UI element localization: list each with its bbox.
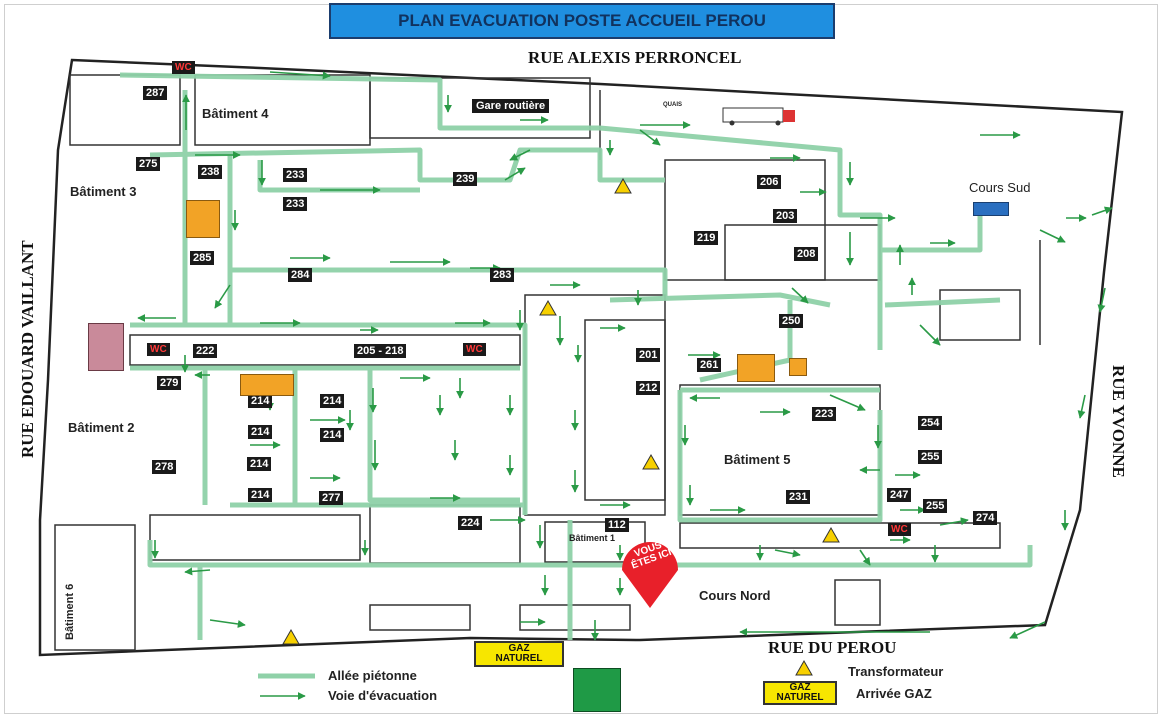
room-number: 274	[973, 511, 998, 525]
label-quais: QUAIS	[663, 102, 683, 108]
room-number: 239	[453, 172, 478, 186]
legend-pedestrian: Allée piétonne	[328, 668, 417, 683]
room-number: 208	[794, 247, 819, 261]
transformer-icon	[822, 526, 840, 543]
gas-label-2: NATUREL	[776, 692, 824, 703]
room-number: 285	[190, 251, 215, 265]
wc-sign: WC	[463, 343, 486, 356]
label-batiment4: Bâtiment 4	[202, 106, 269, 121]
reception-box	[88, 323, 124, 371]
room-number: 238	[198, 165, 223, 179]
legend-transformer: Transformateur	[848, 664, 944, 679]
room-number: 214	[320, 428, 345, 442]
facility-box	[789, 358, 807, 376]
room-number: 255	[923, 499, 948, 513]
room-number: 205 - 218	[354, 344, 407, 358]
room-number: 222	[193, 344, 218, 358]
room-number: 250	[779, 314, 804, 328]
gas-label-2: NATUREL	[495, 653, 543, 664]
gas-label-1: GAZ	[789, 682, 811, 693]
label-cours-sud: Cours Sud	[969, 180, 1031, 195]
legend-gas-box: GAZ NATUREL	[763, 681, 837, 705]
room-number: 279	[157, 376, 182, 390]
label-batiment3: Bâtiment 3	[70, 184, 137, 199]
transformer-icon	[539, 299, 557, 316]
room-number: 201	[636, 348, 661, 362]
room-number: 214	[248, 425, 273, 439]
street-north: RUE ALEXIS PERRONCEL	[528, 48, 742, 67]
room-number: 206	[757, 175, 782, 189]
room-number: 224	[458, 516, 483, 530]
room-number: 247	[887, 488, 912, 502]
wc-sign: WC	[172, 61, 195, 74]
room-number: 203	[773, 209, 798, 223]
facility-box	[186, 200, 220, 238]
label-batiment2: Bâtiment 2	[68, 420, 135, 435]
room-number: 212	[636, 381, 661, 395]
room-number: 287	[143, 86, 168, 100]
legend-transformer-icon	[795, 659, 813, 676]
room-number: 255	[918, 450, 943, 464]
label-batiment6: Bâtiment 6	[64, 583, 76, 640]
room-number: 112	[605, 518, 629, 532]
gas-label-1: GAZ	[508, 643, 530, 654]
room-number: 254	[918, 416, 943, 430]
label-gare-routiere: Gare routière	[472, 99, 550, 113]
facility-box	[737, 354, 775, 382]
room-number: 219	[694, 231, 719, 245]
blue-area	[973, 202, 1009, 216]
room-number: 275	[136, 157, 161, 171]
pedestrian-paths	[119, 72, 1033, 640]
transformer-icon	[642, 453, 660, 470]
label-batiment5: Bâtiment 5	[724, 452, 791, 467]
room-number: 231	[786, 490, 811, 504]
room-number: 233	[283, 197, 308, 211]
legend-evacuation: Voie d'évacuation	[328, 688, 438, 703]
label-cours-nord: Cours Nord	[699, 588, 771, 603]
you-are-here-marker	[622, 542, 678, 608]
gas-box: GAZ NATUREL	[474, 641, 564, 667]
room-number: 223	[812, 407, 837, 421]
transformer-icon	[614, 177, 632, 194]
label-batiment1: Bâtiment 1	[569, 533, 616, 543]
street-south: RUE DU PEROU	[768, 638, 897, 657]
room-number: 284	[288, 268, 313, 282]
street-west: RUE EDOUARD VAILLANT	[18, 240, 37, 458]
room-number: 283	[490, 268, 515, 282]
legend-gas: Arrivée GAZ	[856, 686, 932, 701]
page-title: PLAN EVACUATION POSTE ACCUEIL PEROU	[329, 3, 835, 39]
street-east: RUE YVONNE	[1109, 365, 1128, 478]
room-number: 214	[248, 394, 273, 408]
room-number: 261	[697, 358, 722, 372]
wc-sign: WC	[888, 523, 911, 536]
room-number: 233	[283, 168, 308, 182]
truck-icon	[722, 107, 795, 126]
facility-box	[240, 374, 294, 396]
transformer-icons	[282, 177, 840, 676]
room-number: 214	[247, 457, 272, 471]
wc-sign: WC	[147, 343, 170, 356]
room-number: 278	[152, 460, 177, 474]
room-number: 214	[320, 394, 345, 408]
evacuation-arrows	[137, 71, 1113, 641]
room-number: 214	[248, 488, 273, 502]
assembly-point-icon	[573, 668, 621, 712]
transformer-icon	[282, 628, 300, 645]
room-number: 277	[319, 491, 344, 505]
